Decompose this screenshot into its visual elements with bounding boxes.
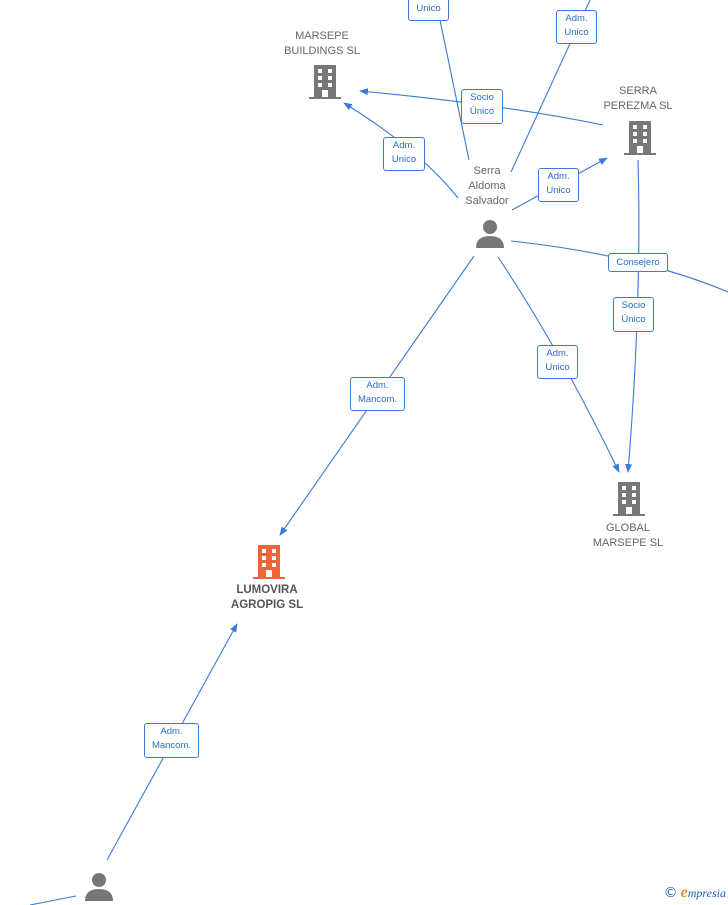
building-icon-global-marsepe[interactable] <box>613 482 645 516</box>
person-icon-bottom[interactable] <box>84 872 114 902</box>
node-label-serra-aldoma[interactable]: Serra Aldoma Salvador <box>465 165 509 207</box>
edge-label-unico-top[interactable]: Unico <box>408 0 449 21</box>
edge-label-adm-unico-top-right[interactable]: Adm. Unico <box>556 10 597 44</box>
edge-label-adm-unico-perezma[interactable]: Adm. Unico <box>538 168 579 202</box>
edge-label-socio-unico-buildings[interactable]: Socio Único <box>461 89 503 124</box>
node-label-global-marsepe[interactable]: GLOBAL MARSEPE SL <box>592 522 664 549</box>
edge-label-adm-unico-buildings[interactable]: Adm. Unico <box>383 137 425 171</box>
node-label-lumovira[interactable]: LUMOVIRA AGROPIG SL <box>230 584 304 611</box>
empresia-watermark[interactable]: © empresia <box>664 884 726 902</box>
brand-name: mpresia <box>687 886 726 900</box>
edge-label-adm-mancom-upper[interactable]: Adm. Mancom. <box>350 377 405 411</box>
edge-label-adm-mancom-lower[interactable]: Adm. Mancom. <box>144 723 199 758</box>
edge-label-adm-unico-global[interactable]: Adm. Unico <box>537 345 578 379</box>
building-icon-lumovira[interactable] <box>253 545 285 579</box>
building-icon-marsepe-buildings[interactable] <box>309 65 341 99</box>
building-icon-serra-perezma[interactable] <box>624 121 656 155</box>
edge-label-consejero[interactable]: Consejero <box>608 253 668 272</box>
copyright-symbol: © <box>663 885 678 901</box>
node-label-serra-perezma[interactable]: SERRA PEREZMA SL <box>603 85 673 112</box>
edge-label-socio-unico-global[interactable]: Socio Único <box>613 297 654 332</box>
person-icon-serra-aldoma[interactable] <box>475 219 505 249</box>
edge-line-bottom-left <box>29 895 77 905</box>
node-label-marsepe-buildings[interactable]: MARSEPE BUILDINGS SL <box>284 30 360 57</box>
brand-initial: e <box>680 884 688 901</box>
edge-line-unico-top <box>439 19 470 161</box>
